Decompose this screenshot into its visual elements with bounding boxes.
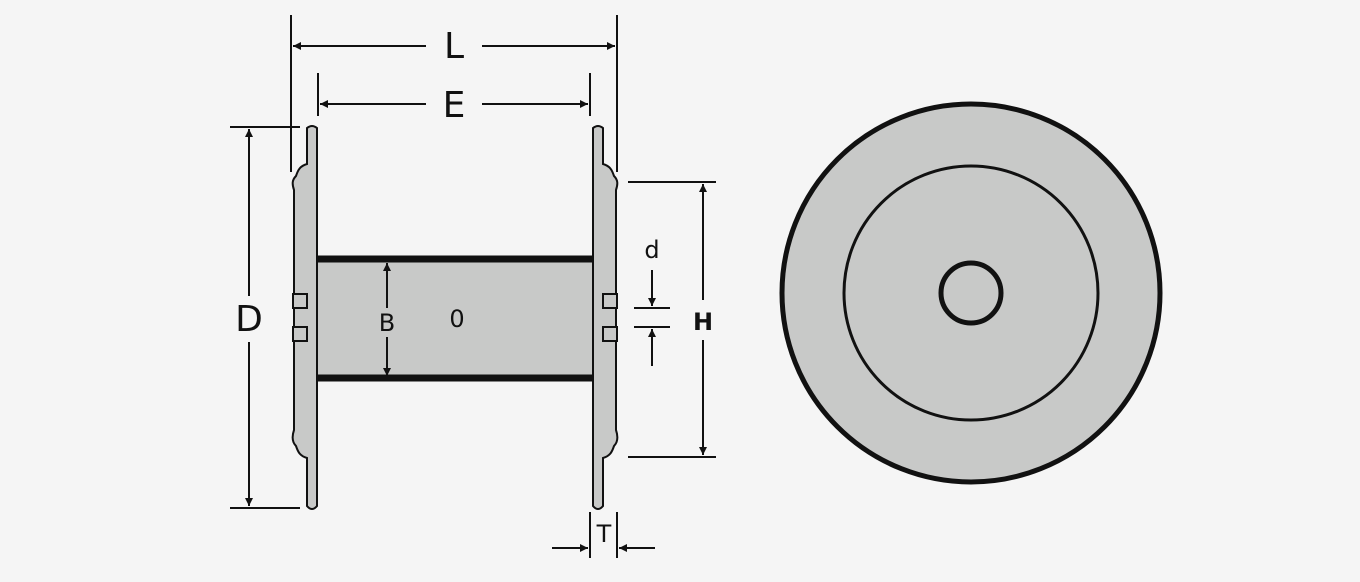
- label-B: B: [379, 309, 395, 337]
- left-flange: [291, 125, 318, 510]
- right-hub-lower: [602, 326, 618, 342]
- front-center-bore: [938, 260, 1004, 326]
- left-hub-upper: [292, 293, 308, 309]
- dimension-D: D: [230, 126, 300, 509]
- dimension-L: L: [290, 15, 618, 172]
- spool-barrel: [312, 258, 598, 379]
- label-E: E: [443, 85, 466, 126]
- label-H: H: [693, 308, 713, 336]
- front-barrel-circle: [842, 164, 1100, 422]
- dimension-d: d: [634, 236, 670, 366]
- label-L: L: [444, 26, 464, 67]
- spool-side-view: [291, 125, 619, 510]
- right-flange: [592, 125, 619, 510]
- dimension-T: T: [552, 512, 655, 558]
- label-T: T: [596, 520, 612, 548]
- spool-front-view: [779, 101, 1163, 485]
- dimension-H: H: [628, 181, 716, 458]
- dimension-B: B: [379, 263, 395, 376]
- label-d: d: [644, 236, 659, 264]
- label-D: D: [235, 299, 263, 340]
- left-hub-lower: [292, 326, 308, 342]
- label-O: 0: [449, 305, 464, 333]
- dimension-E: E: [317, 73, 591, 126]
- right-hub-upper: [602, 293, 618, 309]
